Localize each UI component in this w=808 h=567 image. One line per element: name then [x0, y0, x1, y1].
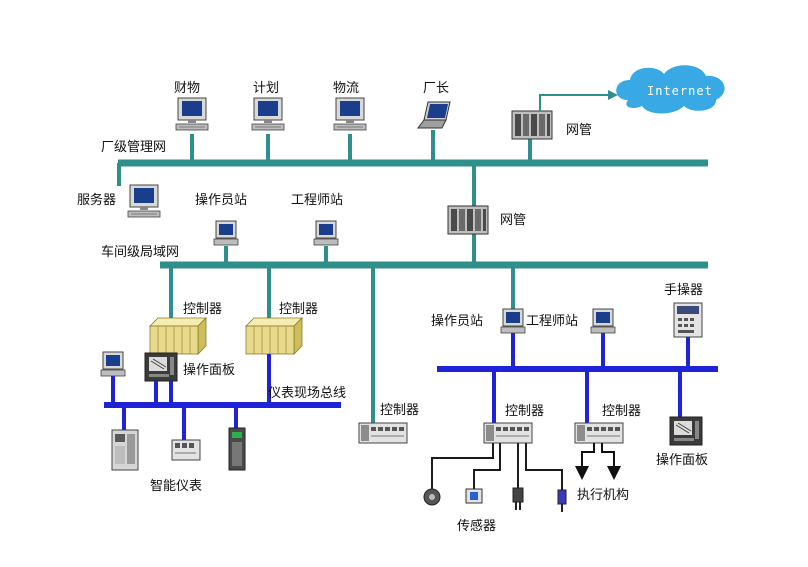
operator-station-right-label: 操作员站	[431, 313, 483, 329]
operator-panel-right-label: 操作面板	[656, 452, 708, 468]
pc-logistics-label: 物流	[333, 81, 359, 96]
pc-logistics: 物流	[333, 81, 367, 163]
plant-management-network: 厂级管理网 财物 计划 物流 厂长 网管	[101, 65, 725, 167]
pc-plan-label: 计划	[253, 81, 279, 96]
operator-station-mid-label: 操作员站	[195, 192, 247, 208]
internet-cloud: Internet	[616, 65, 725, 114]
controller-left-2-label: 控制器	[279, 302, 318, 317]
left-field-area: 控制器 控制器 操作面板 仪表现场总线	[100, 302, 419, 494]
controller-right-1-label: 控制器	[505, 404, 544, 419]
server: 服务器	[77, 184, 161, 218]
operator-station-mid: 操作员站	[195, 192, 247, 265]
operator-station-right: 操作员站	[431, 308, 526, 369]
handheld-label: 手操器	[664, 282, 703, 298]
controller-right-1: 控制器	[483, 404, 544, 444]
handheld-device: 手操器	[664, 282, 703, 369]
workshop-network-label: 车间级局域网	[101, 244, 179, 260]
engineer-station-mid: 工程师站	[291, 193, 343, 265]
laptop-director-label: 厂长	[423, 81, 449, 96]
sensor-4-icon	[557, 489, 567, 512]
pc-finance-label: 财物	[174, 81, 200, 96]
smart-instrument-3	[228, 427, 246, 471]
controller-left-1-label: 控制器	[183, 302, 222, 317]
pc-finance: 财物	[174, 81, 209, 163]
controller-left-2: 控制器	[245, 302, 318, 355]
sensor-wiring	[431, 443, 563, 490]
workshop-lan: 服务器 网管 车间级局域网 操作员站 工程师站	[77, 184, 708, 424]
actuator-arrows-icon	[575, 443, 621, 480]
controller-left-3: 控制器	[358, 403, 419, 444]
sensor-3-icon	[512, 487, 524, 510]
controller-right-2-label: 控制器	[602, 404, 641, 419]
gateway-mid: 网管	[447, 205, 526, 235]
operator-panel-right: 操作面板	[656, 416, 708, 468]
actuators-label: 执行机构	[577, 488, 629, 503]
pc-plan: 计划	[251, 81, 285, 163]
controller-left-1: 控制器	[149, 302, 222, 355]
internet-label: Internet	[647, 84, 713, 98]
smart-instrument-2	[171, 439, 201, 461]
engineer-station-right: 工程师站	[526, 308, 616, 369]
operator-panel-left: 操作面板	[144, 352, 235, 405]
engineer-station-right-label: 工程师站	[526, 314, 578, 329]
laptop-director: 厂长	[417, 81, 451, 163]
instrument-fieldbus-label: 仪表现场总线	[268, 386, 346, 401]
gateway-top: 网管	[511, 90, 618, 163]
sensor-1-icon	[423, 488, 441, 506]
controller-left-3-label: 控制器	[380, 403, 419, 418]
sensor-2-icon	[465, 488, 483, 504]
smart-instruments-label: 智能仪表	[150, 479, 202, 494]
sensors-label: 传感器	[457, 518, 496, 534]
left-field-pc	[100, 351, 126, 405]
plant-network-label: 厂级管理网	[101, 140, 166, 155]
controller-right-2: 控制器	[574, 404, 641, 444]
server-label: 服务器	[77, 192, 116, 208]
operator-panel-left-label: 操作面板	[183, 362, 235, 378]
right-field-area: 操作员站 工程师站 手操器 控制器	[423, 282, 718, 534]
gateway-mid-label: 网管	[500, 213, 526, 228]
smart-instrument-1	[111, 429, 139, 471]
engineer-station-mid-label: 工程师站	[291, 193, 343, 208]
gateway-top-label: 网管	[566, 123, 592, 138]
